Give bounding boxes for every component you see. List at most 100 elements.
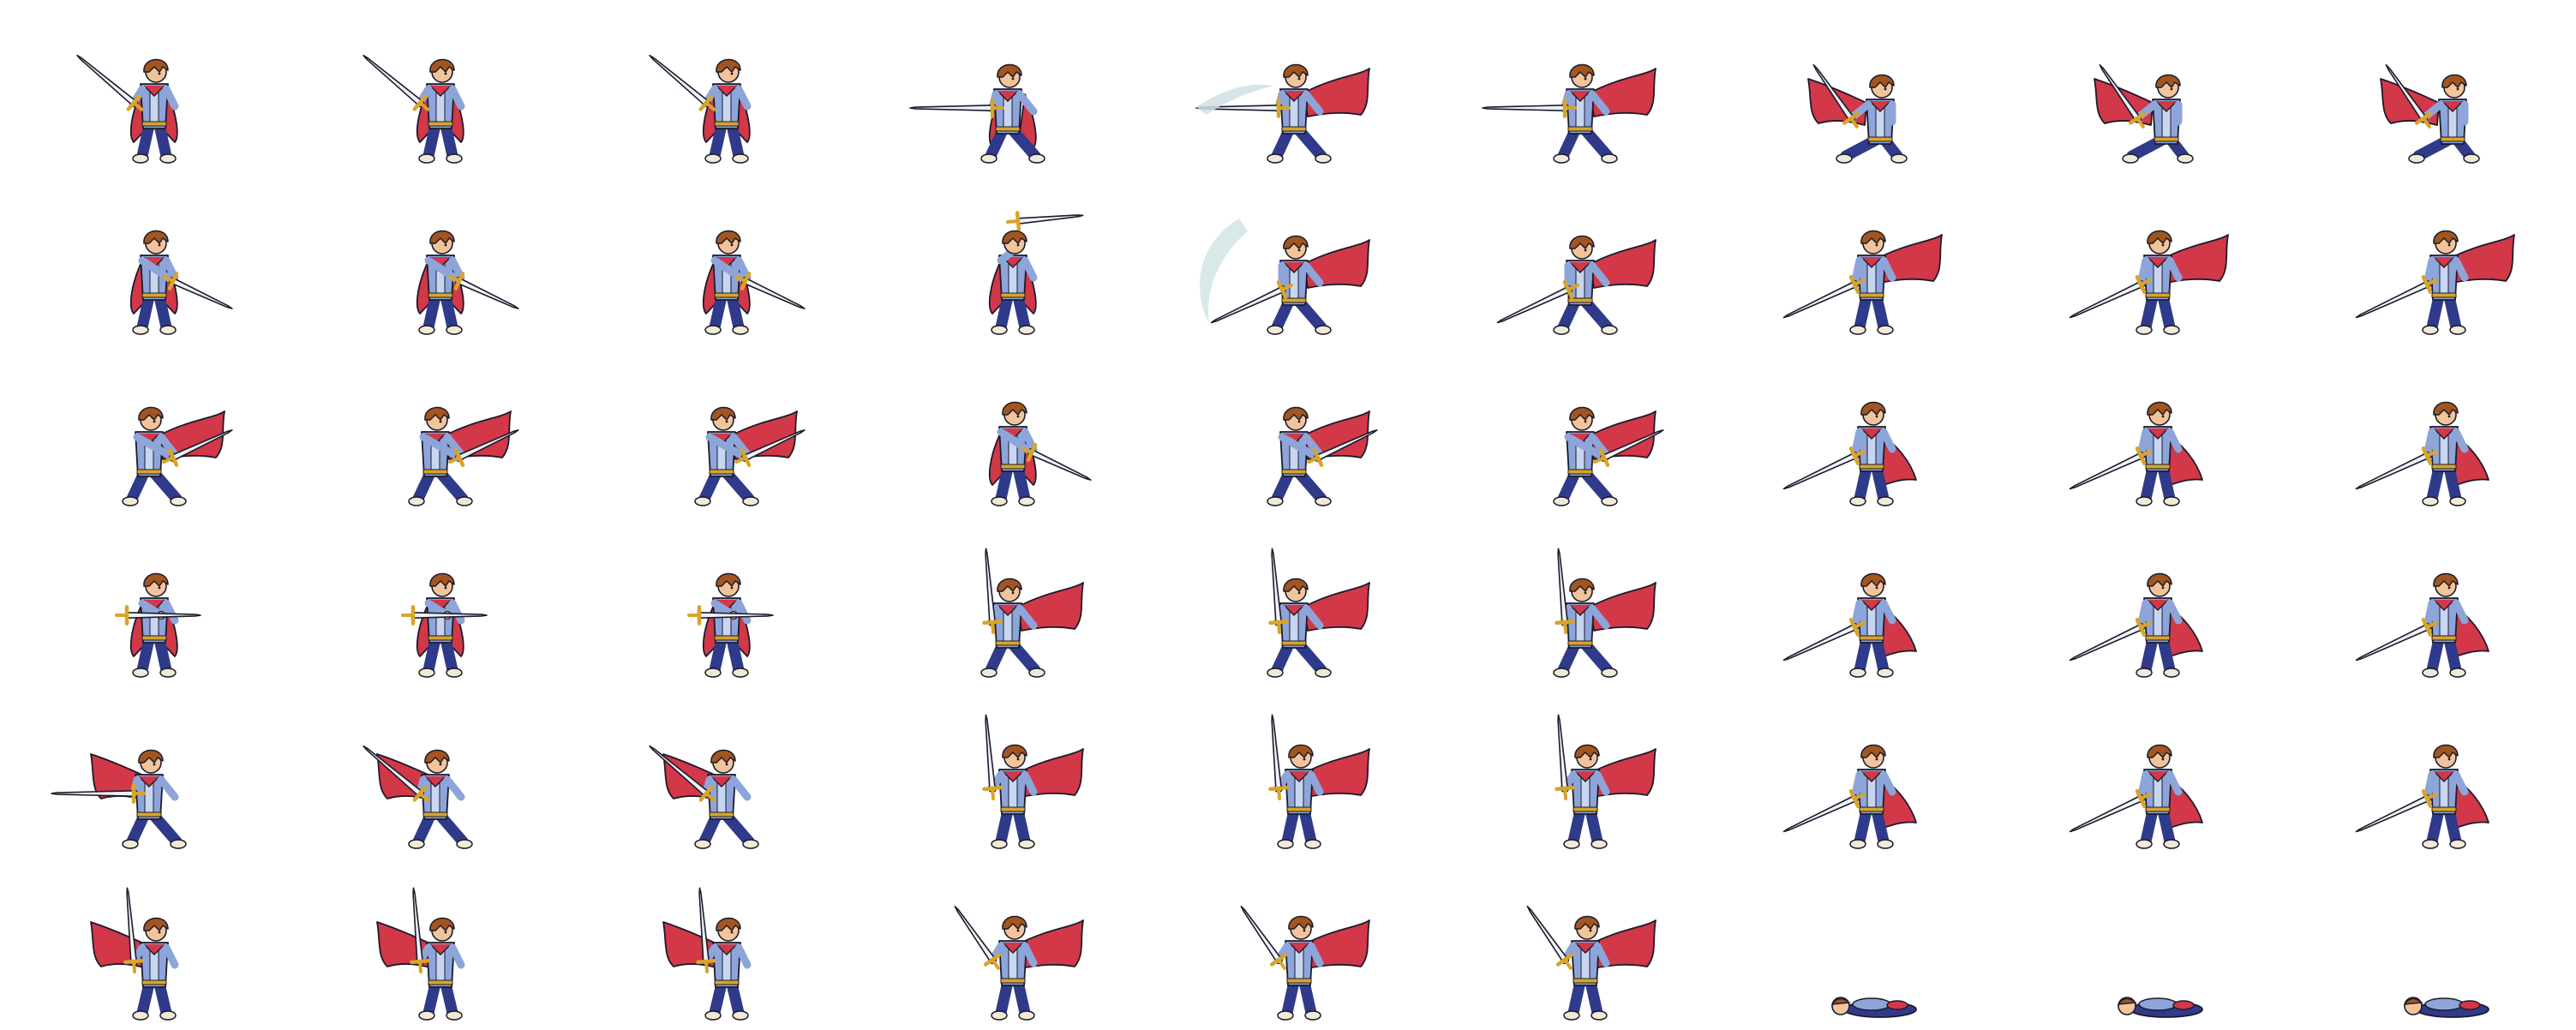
boot-right xyxy=(1028,668,1045,678)
leg-right xyxy=(1871,633,1890,676)
scarf xyxy=(1002,770,1024,782)
sword xyxy=(2355,275,2438,319)
arm-right xyxy=(2452,599,2469,625)
sprite-frame-svg xyxy=(1830,997,1917,1018)
boot-left xyxy=(2422,668,2439,678)
sword-blade xyxy=(51,790,135,797)
arm-right xyxy=(448,85,465,111)
boot-left xyxy=(1267,668,1284,678)
eye xyxy=(2161,758,2165,761)
leg-left xyxy=(422,119,441,162)
sword-grip xyxy=(2139,449,2152,458)
belt xyxy=(1567,297,1593,303)
eye xyxy=(725,420,728,423)
boot-left xyxy=(1553,496,1570,506)
eye xyxy=(158,72,161,75)
sword-grip xyxy=(1853,449,1866,458)
eye xyxy=(1884,87,1887,91)
sprite-frame-guard-3 xyxy=(572,171,859,343)
sword-blade xyxy=(1240,905,1282,962)
boot-left xyxy=(1563,839,1580,849)
sword-blade xyxy=(2069,795,2143,833)
eye xyxy=(1303,929,1306,932)
boot-right xyxy=(1877,668,1894,678)
boot-right xyxy=(159,668,177,678)
belt xyxy=(1286,978,1312,984)
hair xyxy=(716,572,741,587)
boot-left xyxy=(1849,668,1866,678)
hero-sprite xyxy=(1782,744,1917,849)
boot-left xyxy=(132,153,149,164)
eye xyxy=(1016,929,1020,932)
sword-blade xyxy=(1271,548,1282,624)
sword-grip xyxy=(162,274,175,283)
eye xyxy=(1011,77,1015,81)
hero-sprite xyxy=(2094,63,2194,164)
hero-sprite xyxy=(2069,401,2203,506)
arm-right xyxy=(2452,256,2469,282)
arm-left xyxy=(1278,433,1322,462)
sword-grip xyxy=(734,274,747,283)
leg-left xyxy=(422,633,441,676)
hero-sprite xyxy=(2380,63,2480,164)
eye xyxy=(1875,415,1878,418)
sprite-frame-walk-4 xyxy=(859,0,1145,171)
belt xyxy=(428,292,453,298)
arm-left xyxy=(419,433,464,462)
scarf xyxy=(1569,604,1591,616)
boot-left xyxy=(704,1010,722,1021)
scarf xyxy=(429,943,452,955)
arm-right xyxy=(1879,256,1896,282)
hero-sprite xyxy=(2355,572,2489,678)
leg-left xyxy=(1557,296,1581,333)
belt xyxy=(422,811,448,817)
sprite-frame-svg xyxy=(2069,744,2203,849)
sprite-frame-svg xyxy=(1482,63,1656,164)
belt xyxy=(1859,292,1884,298)
sword xyxy=(734,272,806,309)
leg-left xyxy=(709,978,728,1019)
eye xyxy=(730,72,734,75)
arm-right xyxy=(729,433,752,458)
sword xyxy=(2069,446,2152,490)
sword-grip xyxy=(2425,792,2438,800)
sword xyxy=(1555,714,1575,800)
boot-right xyxy=(446,1010,463,1021)
sword-grip xyxy=(704,960,710,973)
boot-left xyxy=(408,496,425,506)
sword xyxy=(2099,63,2147,129)
belt xyxy=(1281,126,1307,132)
hero-sprite xyxy=(401,572,488,678)
hair xyxy=(429,58,455,73)
boot-left xyxy=(2422,496,2439,506)
fallen-armor xyxy=(2138,997,2178,1011)
eye xyxy=(1875,586,1878,590)
boot-left xyxy=(2408,153,2425,164)
hair xyxy=(2147,572,2172,587)
sprite-frame-walk-5 xyxy=(1145,0,1431,171)
hero-sprite xyxy=(2069,744,2203,849)
arm-right xyxy=(1307,770,1324,796)
sword xyxy=(649,745,716,802)
belt xyxy=(2145,806,2171,812)
sword-grip xyxy=(1021,446,1033,454)
scarf xyxy=(1574,770,1597,782)
cape xyxy=(1590,582,1656,632)
leg-right xyxy=(2157,462,2176,505)
leg-left xyxy=(1854,805,1872,847)
scarf xyxy=(1860,428,1883,440)
hero-sprite xyxy=(954,905,1084,1021)
boot-left xyxy=(991,496,1008,506)
sprite-frame-svg xyxy=(988,211,1084,335)
leg-right xyxy=(2443,805,2462,847)
leg-right xyxy=(2157,805,2176,847)
sprite-frame-walk-3 xyxy=(572,0,859,171)
sprite-frame-svg xyxy=(129,230,233,335)
sprite-frame-guard-1 xyxy=(0,171,286,343)
sword xyxy=(1006,211,1084,231)
sword-grip xyxy=(132,101,144,111)
sprite-frame-svg xyxy=(51,749,187,849)
hero-sprite xyxy=(2355,744,2489,849)
boot-right xyxy=(1601,496,1618,506)
hair xyxy=(1860,230,1886,244)
